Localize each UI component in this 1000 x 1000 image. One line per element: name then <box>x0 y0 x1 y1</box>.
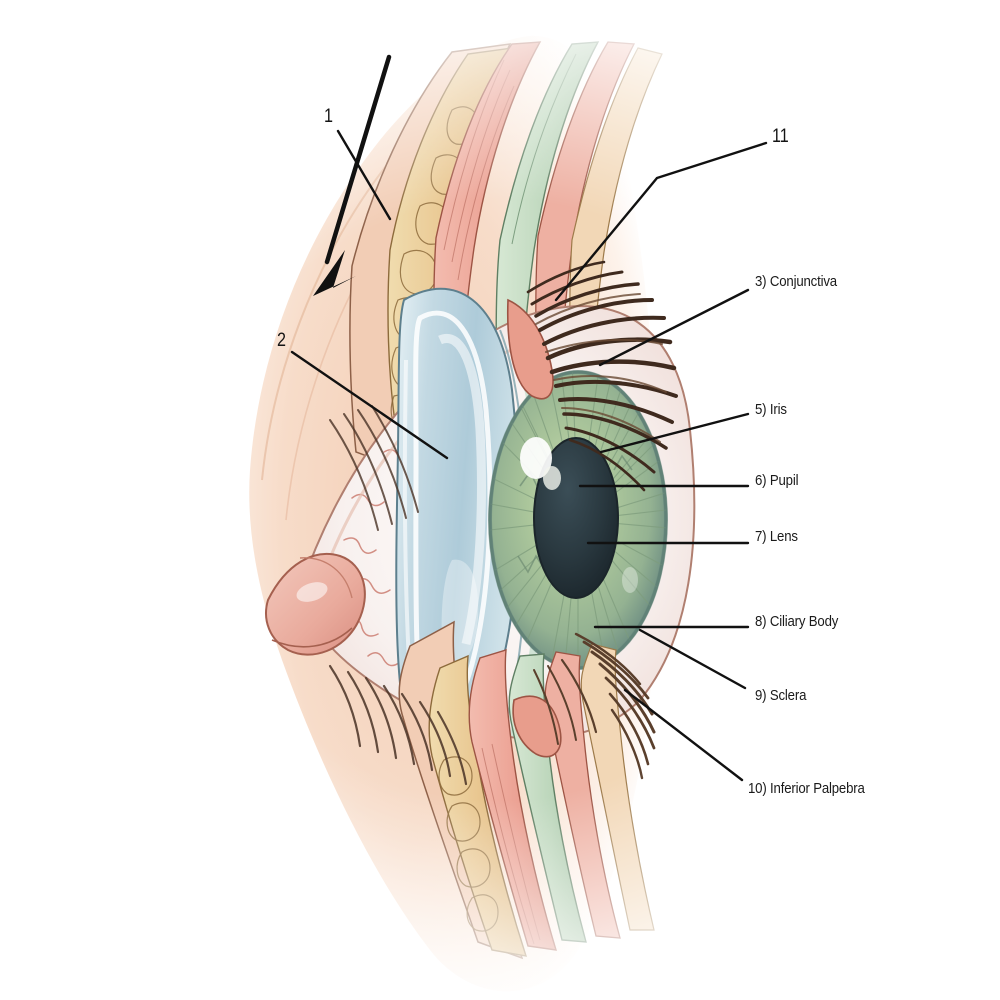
label-lens: 7) Lens <box>755 528 798 545</box>
leader-line-3 <box>598 288 750 367</box>
arrow-head <box>313 250 356 296</box>
label-pupil: 6) Pupil <box>755 472 799 489</box>
label-conjunctiva: 3) Conjunctiva <box>755 273 837 290</box>
arrow-shaft <box>324 54 392 265</box>
label-ciliary-body: 8) Ciliary Body <box>755 613 839 630</box>
number-11: 11 <box>772 126 789 147</box>
direction-arrow <box>313 54 392 296</box>
leader-line-9 <box>638 628 747 690</box>
label-iris: 5) Iris <box>755 401 787 418</box>
number-1: 1 <box>324 106 333 127</box>
leader-line-2 <box>290 350 449 460</box>
leader-lines <box>290 129 768 782</box>
leader-line-11 <box>554 141 768 302</box>
leader-line-1 <box>336 129 392 221</box>
leader-line-10 <box>623 688 744 782</box>
label-sclera: 9) Sclera <box>755 687 807 704</box>
number-2: 2 <box>277 330 286 351</box>
label-inferior-palpebra: 10) Inferior Palpebra <box>748 780 865 797</box>
leader-line-5 <box>599 412 750 454</box>
